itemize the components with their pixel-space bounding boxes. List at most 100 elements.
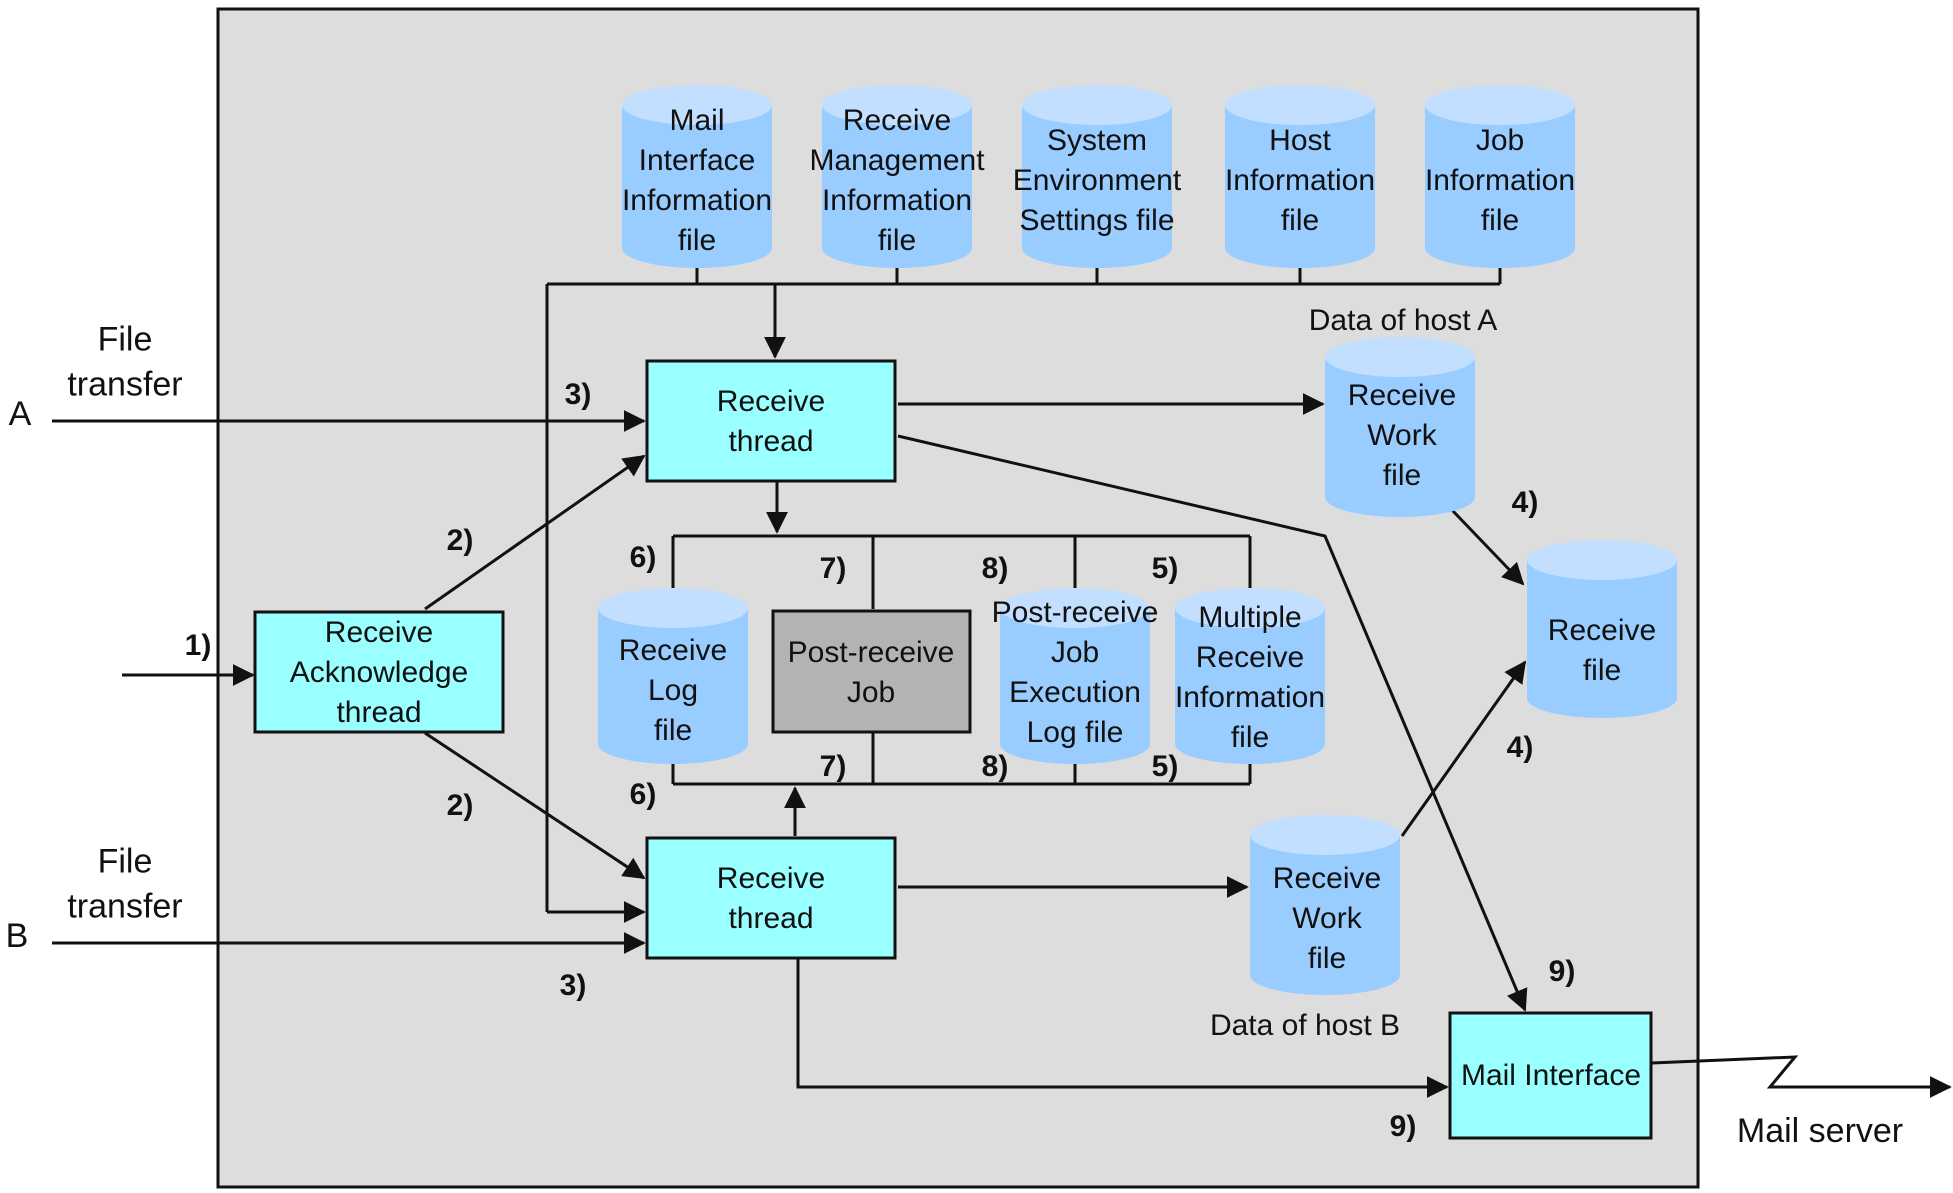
- step-6-upper: 6): [630, 541, 657, 574]
- multiple-receive-info-file-cylinder: [1175, 588, 1325, 764]
- receive-work-b-file-label-line-2: Work: [1292, 902, 1362, 935]
- multiple-receive-info-file-cylinder-body: [1175, 608, 1325, 764]
- receive-log-file-cylinder-body: [598, 608, 748, 764]
- receive-mgmt-info-file-cylinder-body: [822, 105, 972, 268]
- step-2-upper: 2): [447, 524, 474, 557]
- multiple-receive-info-file-cylinder-top: [1175, 588, 1325, 628]
- step-8-lower: 8): [982, 750, 1009, 783]
- mail-interface-info-file-label-line-1: Mail: [669, 104, 724, 137]
- mail-interface-box: [1448, 1011, 1653, 1140]
- receive-mgmt-info-file-label-line-3: Information: [822, 184, 972, 217]
- receive-thread-b-label-line-1: Receive: [717, 862, 825, 895]
- receive-file-cylinder-top: [1527, 540, 1677, 580]
- mail-interface-info-file-label-line-4: file: [678, 224, 716, 257]
- receive-work-b-file-label-line-1: Receive: [1273, 862, 1381, 895]
- mail-interface-info-file-label-line-2: Interface: [639, 144, 756, 177]
- host-info-file-label-line-2: Information: [1225, 164, 1375, 197]
- mail-server-label: Mail server: [1737, 1112, 1903, 1150]
- host-info-file-cylinder-body: [1225, 105, 1375, 268]
- mail-interface-info-file-cylinder-body: [622, 105, 772, 268]
- receive-log-file-label-line-2: Log: [648, 674, 698, 707]
- post-receive-log-file-label-line-1: Post-receive: [992, 596, 1159, 629]
- post-receive-log-file-cylinder: [1000, 588, 1150, 764]
- step-9-lower: 9): [1390, 1110, 1417, 1143]
- job-info-file-label-line-1: Job: [1476, 124, 1524, 157]
- receive-thread-a-label-line-1: Receive: [717, 385, 825, 418]
- receive-log-file-label-line-1: Receive: [619, 634, 727, 667]
- post-receive-job-box: [771, 609, 972, 734]
- file-transfer-b-label-line-1: File: [98, 843, 153, 881]
- input-b-label: B: [6, 917, 29, 955]
- step-9-upper: 9): [1549, 955, 1576, 988]
- step-3-lower: 3): [560, 969, 587, 1002]
- step-4-lower: 4): [1507, 731, 1534, 764]
- mail-interface-info-file-label-line-3: Information: [622, 184, 772, 217]
- step-5-lower: 5): [1152, 750, 1179, 783]
- host-info-file-cylinder-top: [1225, 85, 1375, 125]
- file-transfer-b-label-line-2: transfer: [67, 888, 182, 926]
- receive-work-b-file-cylinder-body: [1250, 835, 1400, 995]
- post-receive-log-file-cylinder-body: [1000, 608, 1150, 764]
- system-env-settings-file-label-line-3: Settings file: [1019, 204, 1174, 237]
- host-info-file-label-line-1: Host: [1269, 124, 1331, 157]
- system-env-settings-file-cylinder-body: [1022, 105, 1172, 268]
- step-6-lower: 6): [630, 778, 657, 811]
- host-info-file-cylinder: [1225, 85, 1375, 268]
- host-a-caption: Data of host A: [1309, 304, 1497, 337]
- step-1: 1): [185, 629, 212, 662]
- receive-work-a-file-label-line-3: file: [1383, 459, 1421, 492]
- step-5-upper: 5): [1152, 552, 1179, 585]
- job-info-file-label-line-3: file: [1481, 204, 1519, 237]
- receive-ack-thread-label-line-1: Receive: [325, 616, 433, 649]
- receive-file-label-line-1: Receive: [1548, 614, 1656, 647]
- host-info-file-label-line-3: file: [1281, 204, 1319, 237]
- receive-mgmt-info-file-cylinder: [822, 85, 972, 268]
- step-7-upper: 7): [820, 552, 847, 585]
- system-env-settings-file-label-line-1: System: [1047, 124, 1147, 157]
- step-3-upper: 3): [565, 378, 592, 411]
- connectors: [52, 258, 1952, 1098]
- receive-file-cylinder: [1527, 540, 1677, 718]
- receive-ack-thread-label-line-2: Acknowledge: [290, 656, 468, 689]
- post-receive-log-file-cylinder-top: [1000, 588, 1150, 628]
- input-a-label: A: [9, 395, 32, 433]
- receive-work-a-file-label-line-1: Receive: [1348, 379, 1456, 412]
- post-receive-job-label-line-2: Job: [847, 676, 895, 709]
- receive-work-a-file-label-line-2: Work: [1367, 419, 1437, 452]
- receive-work-b-file-cylinder: [1250, 815, 1400, 995]
- receive-mgmt-info-file-cylinder-top: [822, 85, 972, 125]
- receive-work-a-file-cylinder-top: [1325, 337, 1475, 377]
- post-receive-log-file-label-line-4: Log file: [1027, 716, 1124, 749]
- step-2-lower: 2): [447, 789, 474, 822]
- receive-thread-b-box: [645, 836, 897, 960]
- system-env-settings-file-cylinder: [1022, 85, 1172, 268]
- receive-thread-a-box: [645, 359, 897, 483]
- job-info-file-label-line-2: Information: [1425, 164, 1575, 197]
- multiple-receive-info-file-label-line-1: Multiple: [1198, 601, 1301, 634]
- multiple-receive-info-file-label-line-3: Information: [1175, 681, 1325, 714]
- receive-ack-thread-box: [253, 610, 505, 734]
- post-receive-job-label-line-1: Post-receive: [788, 636, 955, 669]
- multiple-receive-info-file-label-line-2: Receive: [1196, 641, 1304, 674]
- file-transfer-a-label-line-2: transfer: [67, 366, 182, 404]
- mail-interface-info-file-cylinder: [622, 85, 772, 268]
- host-b-caption: Data of host B: [1210, 1009, 1400, 1042]
- receive-work-b-file-label-line-3: file: [1308, 942, 1346, 975]
- step-7-lower: 7): [820, 750, 847, 783]
- receive-work-b-file-cylinder-top: [1250, 815, 1400, 855]
- receive-mgmt-info-file-label-line-1: Receive: [843, 104, 951, 137]
